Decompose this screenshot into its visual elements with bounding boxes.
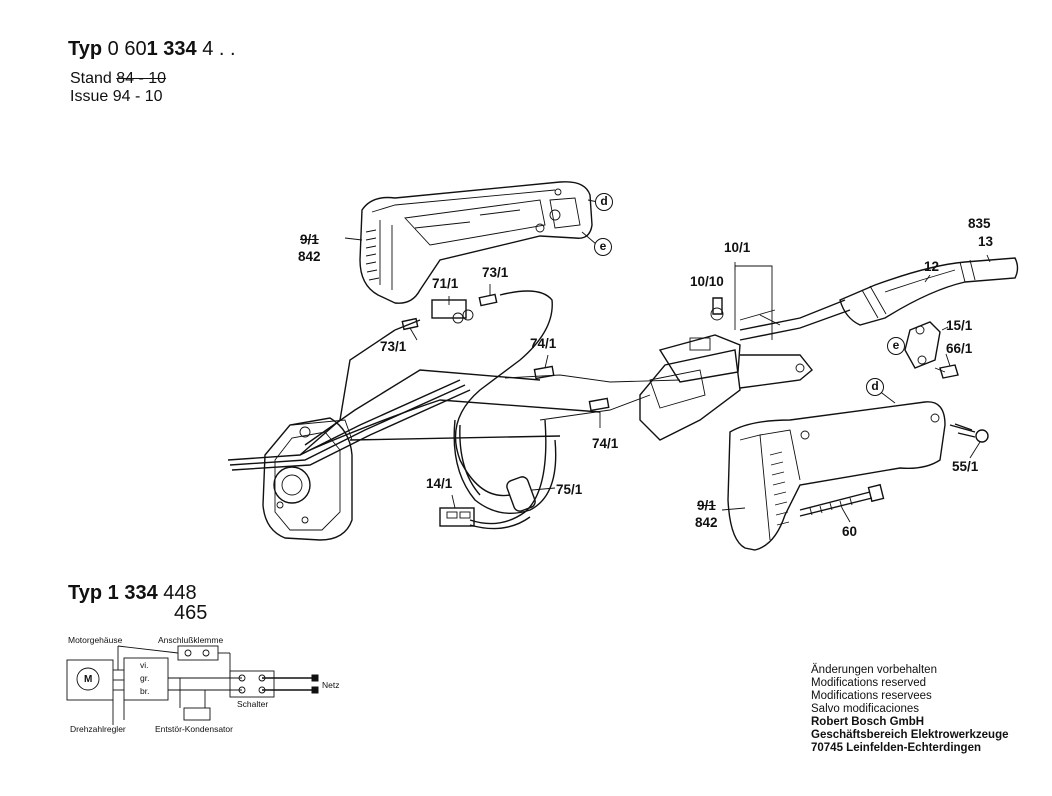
bracket-10-1 bbox=[734, 262, 773, 340]
label-74-1-b: 74/1 bbox=[592, 436, 619, 451]
cable-clamp bbox=[904, 321, 941, 369]
issue-value: 94 - 10 bbox=[112, 88, 163, 105]
label-71-1: 71/1 bbox=[432, 276, 459, 291]
footer-line-4: Salvo modificaciones bbox=[811, 703, 920, 715]
callout-e-top: e bbox=[594, 238, 612, 256]
schematic-netz: Netz bbox=[322, 680, 340, 690]
sleeves-74-1 bbox=[504, 365, 681, 421]
callout-d-mid: d bbox=[866, 378, 884, 396]
label-13: 13 bbox=[978, 234, 994, 249]
screw-55-1 bbox=[949, 423, 989, 443]
issue-label: Issue bbox=[70, 88, 109, 105]
label-9-1-bottom: 9/1 bbox=[697, 498, 716, 513]
footer-line-1: Änderungen vorbehalten bbox=[811, 664, 937, 676]
stand-label: Stand bbox=[70, 70, 112, 87]
variant-type-a: 448 bbox=[163, 582, 197, 604]
schematic-terminal: Anschlußklemme bbox=[158, 635, 224, 645]
schematic-motor-housing: Motorgehäuse bbox=[68, 635, 123, 645]
schematic-switch: Schalter bbox=[237, 699, 269, 709]
label-842-top: 842 bbox=[298, 249, 321, 264]
footer-division: Geschäftsbereich Elektrowerkzeuge bbox=[811, 729, 1009, 741]
variant-type-bold: 1 334 bbox=[107, 582, 158, 604]
cable-75-1 bbox=[439, 419, 557, 530]
variant-type-b: 465 bbox=[174, 602, 208, 624]
stand-line: Stand 84 - 10 bbox=[70, 70, 166, 88]
schematic-speed-controller: Drehzahlregler bbox=[70, 724, 126, 734]
footer-address: 70745 Leinfelden-Echterdingen bbox=[811, 742, 981, 754]
footer-line-2: Modifications reserved bbox=[811, 677, 927, 689]
type-number: Typ 0 601 334 4 . . bbox=[68, 38, 236, 61]
label-15-1: 15/1 bbox=[946, 318, 973, 333]
callout-e-mid: e bbox=[887, 337, 905, 355]
label-9-1-top: 9/1 bbox=[300, 232, 319, 247]
stand-value: 84 - 10 bbox=[116, 70, 167, 87]
label-835: 835 bbox=[968, 216, 991, 231]
type-number-light: 0 60 bbox=[107, 38, 147, 60]
label-60: 60 bbox=[842, 524, 858, 539]
screw-60 bbox=[799, 483, 885, 517]
label-75-1: 75/1 bbox=[556, 482, 583, 497]
variant-type-label: Typ bbox=[68, 582, 103, 604]
type-prefix: Typ bbox=[68, 38, 103, 60]
housing-half-top bbox=[344, 181, 599, 304]
label-74-1-a: 74/1 bbox=[530, 336, 557, 351]
label-842-bottom: 842 bbox=[695, 515, 718, 530]
label-66-1: 66/1 bbox=[946, 341, 973, 356]
label-10-10: 10/10 bbox=[690, 274, 724, 289]
leader-lines bbox=[409, 254, 991, 523]
footer-line-3: Modifications reservees bbox=[811, 690, 932, 702]
label-12: 12 bbox=[924, 259, 940, 274]
callout-d-top: d bbox=[595, 193, 613, 211]
schematic-motor-symbol: M bbox=[84, 674, 93, 685]
type-suffix: 4 . . bbox=[202, 38, 236, 60]
variant-type: Typ 1 334 448 bbox=[68, 582, 197, 605]
issue-line: Issue 94 - 10 bbox=[70, 88, 163, 106]
power-cable bbox=[739, 257, 1019, 341]
handle-half-bottom bbox=[721, 389, 946, 551]
schematic-gr: gr. bbox=[140, 673, 150, 683]
label-73-1-a: 73/1 bbox=[482, 265, 509, 280]
label-10-1: 10/1 bbox=[724, 240, 751, 255]
footer-company: Robert Bosch GmbH bbox=[811, 716, 925, 728]
motor-wires bbox=[227, 290, 601, 497]
schematic-capacitor: Entstör-Kondensator bbox=[155, 724, 233, 734]
sleeves-73-1 bbox=[401, 293, 498, 331]
type-number-bold: 1 334 bbox=[146, 38, 197, 60]
schematic-vi: vi. bbox=[140, 660, 149, 670]
label-14-1: 14/1 bbox=[426, 476, 453, 491]
label-73-1-b: 73/1 bbox=[380, 339, 407, 354]
schematic-br: br. bbox=[140, 686, 150, 696]
switch-assembly bbox=[639, 297, 813, 441]
label-55-1: 55/1 bbox=[952, 459, 979, 474]
